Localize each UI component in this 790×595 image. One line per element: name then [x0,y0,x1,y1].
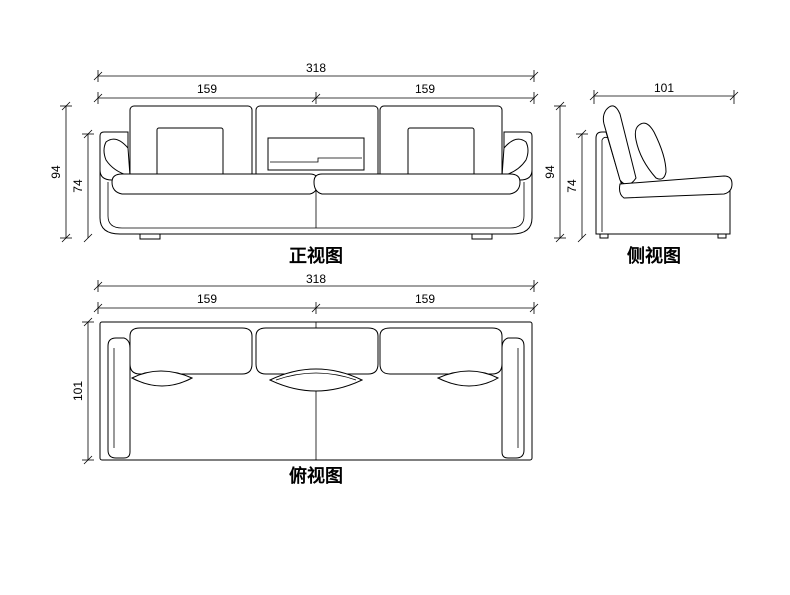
front-side-pillow-left [103,138,131,177]
front-dim-half-widths: 159 159 [93,82,539,104]
front-pillow-left [156,127,224,181]
front-pillow-middle [267,137,365,171]
top-dim-left-half-label: 159 [197,292,217,306]
top-back-cushion-middle [255,327,379,375]
top-dim-depth-label: 101 [71,381,85,401]
front-dim-total-width: 318 [93,61,539,82]
side-seat-cushion [619,175,733,199]
side-dim-heights: 94 74 [543,101,588,243]
side-view: 101 94 74 侧视图 [543,81,739,267]
top-pillow-middle [268,368,364,392]
side-back-cushion [602,105,637,185]
side-dim-total-height-label: 94 [543,165,557,179]
front-dim-total-height-label: 94 [49,165,63,179]
top-right-arm [501,337,525,459]
front-side-pillow-right [501,138,529,177]
top-dim-right-half-label: 159 [415,292,435,306]
side-body [595,131,731,235]
top-view: 318 159 159 101 [71,272,539,487]
front-sofa [99,105,533,240]
side-foot-front [599,233,609,239]
side-dim-depth-label: 101 [654,81,674,95]
top-dim-total-width: 318 [93,272,539,292]
side-foot-back [717,233,727,239]
top-dim-total-width-label: 318 [306,272,326,286]
top-back-cushion-right [379,327,503,375]
front-view-title: 正视图 [289,245,343,267]
front-base [99,168,533,235]
front-pillow-right [407,127,475,181]
front-dim-seat-height-label: 74 [71,179,85,193]
front-view: 318 159 159 94 74 [49,61,539,267]
top-back-cushion-left [129,327,253,375]
front-seat-cushion-left [111,173,319,195]
side-sofa [595,105,733,239]
front-dim-right-half-label: 159 [415,82,435,96]
top-pillow-right [436,370,500,387]
top-view-title: 俯视图 [289,465,343,487]
top-dim-half-widths: 159 159 [93,292,539,314]
top-sofa [99,321,533,461]
side-view-title: 侧视图 [627,245,681,267]
side-pillow [634,122,667,180]
front-foot-left [139,233,161,240]
front-foot-right [471,233,493,240]
front-dim-total-width-label: 318 [306,61,326,75]
top-dim-depth: 101 [71,317,94,465]
front-seat-cushion-right [313,173,521,195]
top-left-arm [107,337,131,459]
top-pillow-left [130,370,194,387]
front-dim-left-half-label: 159 [197,82,217,96]
side-dim-seat-height-label: 74 [565,179,579,193]
side-dim-depth: 101 [589,81,739,104]
front-dim-heights: 94 74 [49,101,94,243]
